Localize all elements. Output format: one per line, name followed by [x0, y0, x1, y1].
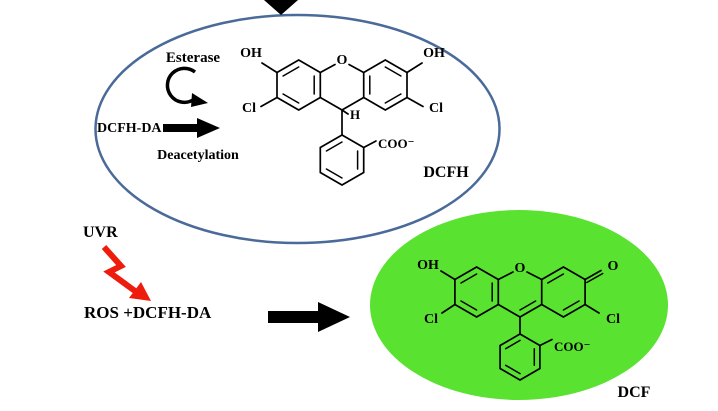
uvr-label: UVR [83, 224, 118, 241]
dcfhda-label: DCFH-DA [97, 121, 162, 136]
oxidation-arrow-icon [268, 302, 350, 332]
double-bond [282, 66, 402, 104]
enzymatic-reaction-ellipse [94, 13, 501, 245]
ring-oxygen-label: O [515, 261, 526, 276]
double-bond [325, 141, 359, 179]
ketone-bond [584, 269, 602, 281]
curved-arrow-arc [165, 66, 197, 105]
cl-left-label: Cl [424, 312, 438, 327]
cl-right-label: Cl [429, 101, 443, 116]
cl-left-label: Cl [242, 101, 256, 116]
substituent-bond [260, 62, 424, 136]
double-bond [460, 273, 580, 311]
ketone-double-bond [586, 272, 604, 284]
top-arrowhead-icon [264, 0, 298, 15]
substituent-bond [362, 140, 377, 149]
dcfh-product-label: DCFH [423, 164, 469, 181]
ring-bond [319, 63, 365, 111]
ketone-oxygen-label: O [608, 259, 619, 274]
substituent-bond [539, 338, 553, 347]
dcf-structure: OH O O Cl Cl COO⁻ [417, 258, 620, 381]
deacetylation-arrow-icon [163, 118, 220, 138]
lightning-arrowhead [129, 282, 151, 301]
esterase-curved-arrow-icon [165, 66, 208, 107]
lightning-zigzag [101, 244, 137, 294]
curved-arrow-head [191, 93, 208, 107]
substituent-bond [440, 270, 600, 335]
double-bond [504, 339, 536, 375]
deacetylation-label: Deacetylation [157, 148, 239, 163]
uvr-lightning-icon [101, 244, 151, 301]
ros-reaction-label: ROS +DCFH-DA [84, 303, 212, 322]
ring-oxygen-label: O [337, 53, 348, 68]
dcfh-structure: OH O OH Cl Cl H COO⁻ [240, 46, 445, 186]
oh-left-label: OH [240, 46, 262, 61]
cl-right-label: Cl [606, 312, 620, 327]
coo-label: COO⁻ [378, 136, 414, 151]
oh-left-label: OH [417, 258, 439, 273]
dcf-product-label: DCF [618, 384, 651, 401]
h-label: H [350, 107, 360, 122]
esterase-label: Esterase [166, 50, 220, 66]
fluorescent-product-ellipse [370, 210, 668, 400]
coo-label: COO⁻ [554, 339, 590, 354]
oh-right-label: OH [423, 46, 445, 61]
